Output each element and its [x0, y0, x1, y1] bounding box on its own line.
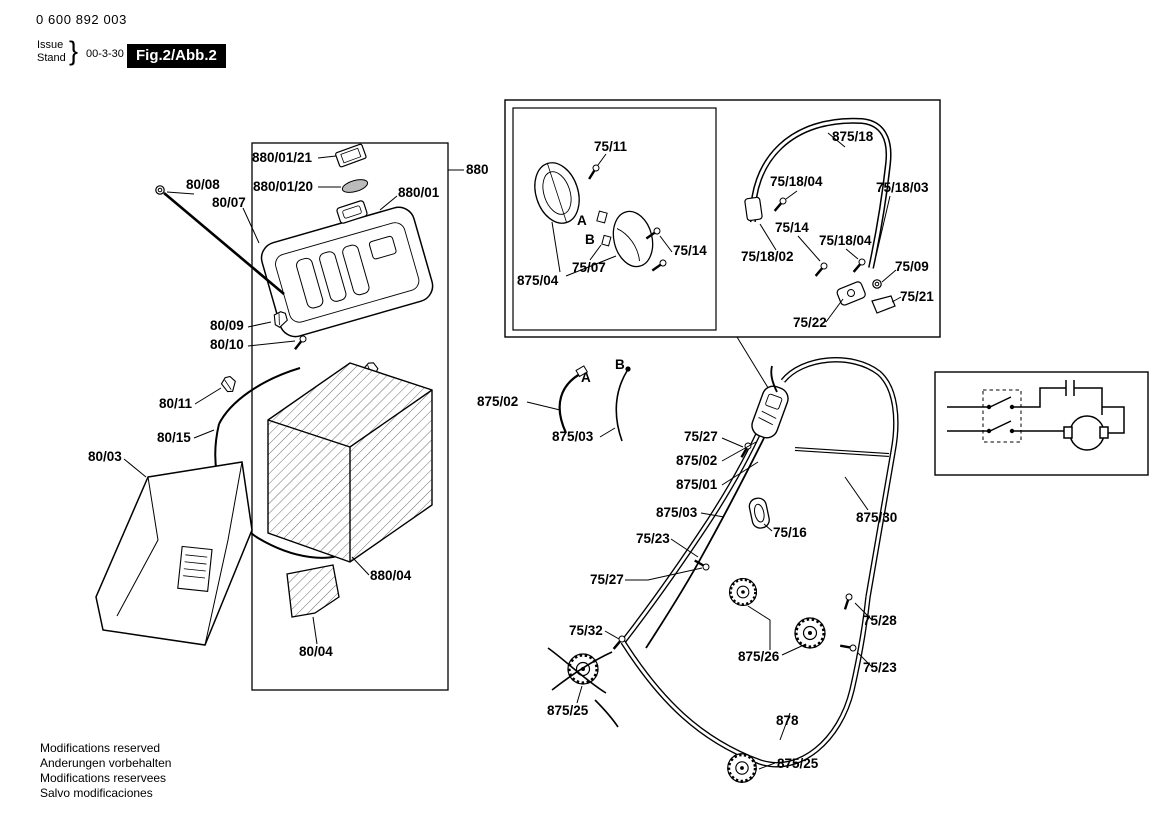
footer-line-de: Anderungen vorbehalten: [40, 756, 172, 770]
switch-housing-shells: [534, 162, 669, 275]
footer-line-fr: Modifications reservees: [40, 771, 167, 785]
issue-label: Issue: [37, 39, 64, 51]
document-part-number: 0 600 892 003: [36, 12, 127, 27]
grassbox-lid: [260, 143, 434, 338]
leader-lines: [123, 132, 902, 770]
circuit-diagram: [934, 371, 1149, 476]
issue-date-code: 00-3-30: [86, 48, 124, 60]
lower-handle-assembly: [620, 357, 899, 768]
footer-line-es: Salvo modificaciones: [40, 786, 153, 800]
bag-frame-wire: [214, 367, 348, 559]
deflector-flap: [286, 564, 340, 618]
detail-inset-frames: [504, 99, 941, 392]
wheels: [566, 577, 827, 784]
modifications-note: Modifications reserved Anderungen vorbeh…: [40, 741, 171, 801]
brace-glyph: }: [69, 36, 79, 66]
stand-label: Stand: [37, 52, 66, 64]
grass-basket: [267, 362, 433, 563]
cable-details: [558, 365, 631, 442]
wheel-cables: [547, 647, 619, 728]
support-rod: [155, 185, 285, 295]
grassbox-assembly-frame: [251, 142, 464, 691]
issue-stand-label: Issue Stand: [37, 39, 66, 65]
upper-handlebar: [744, 117, 896, 314]
figure-badge: Fig.2/Abb.2: [127, 44, 226, 68]
fasteners-lower: [610, 440, 858, 653]
discharge-chute: [95, 461, 253, 646]
footer-line-en: Modifications reserved: [40, 741, 161, 755]
